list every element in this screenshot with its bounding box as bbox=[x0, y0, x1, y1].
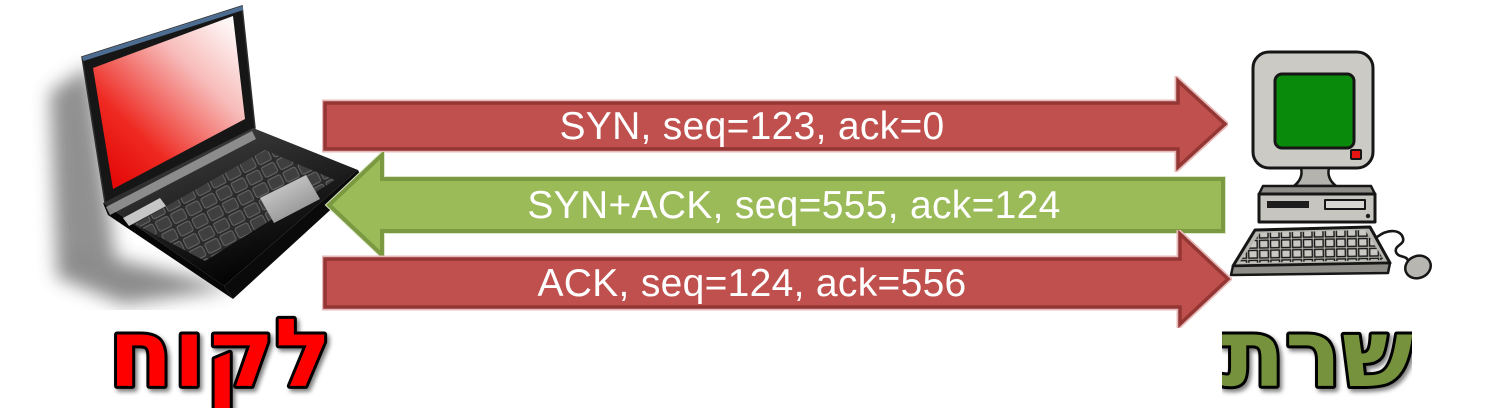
case-power-led bbox=[1365, 213, 1371, 219]
client-label-wrap: לקוח bbox=[106, 297, 335, 408]
message-label-2: SYN+ACK, seq=555, ack=124 bbox=[527, 184, 1060, 227]
laptop-screen bbox=[93, 16, 245, 189]
laptop-shadow bbox=[50, 66, 234, 304]
mouse-cable bbox=[1375, 229, 1410, 263]
message-arrow-3: ACK, seq=124, ack=556 bbox=[322, 230, 1232, 328]
server-label-wrap: שרת bbox=[1222, 297, 1412, 408]
laptop-side-notch bbox=[123, 198, 166, 226]
arrow-shape bbox=[323, 77, 1228, 171]
laptop-front-edge bbox=[103, 203, 233, 299]
mouse bbox=[1404, 254, 1432, 280]
laptop-lid-edge-highlight bbox=[82, 6, 244, 61]
case-vent-slot bbox=[1267, 201, 1309, 208]
monitor-screen bbox=[1273, 72, 1356, 150]
laptop-keyboard bbox=[135, 150, 335, 261]
monitor-power-button bbox=[1350, 149, 1362, 160]
message-arrow-2: SYN+ACK, seq=555, ack=124 bbox=[324, 152, 1226, 258]
monitor-stand bbox=[1292, 166, 1338, 188]
keyboard-keys bbox=[1239, 230, 1384, 263]
desktop-computer-icon bbox=[1229, 50, 1432, 280]
laptop-icon bbox=[50, 5, 363, 304]
message-label-1: SYN, seq=123, ack=0 bbox=[559, 105, 944, 148]
keyboard-front-edge bbox=[1229, 261, 1392, 277]
laptop-hinge-strip bbox=[106, 131, 256, 215]
message-label-3: ACK, seq=124, ack=556 bbox=[537, 262, 966, 305]
arrow-shape bbox=[323, 230, 1231, 328]
client-label: לקוח bbox=[109, 300, 332, 408]
laptop-touchpad bbox=[260, 175, 320, 223]
arrow-shape bbox=[326, 152, 1225, 258]
message-arrow-1: SYN, seq=123, ack=0 bbox=[322, 76, 1228, 172]
floppy-drive-slot bbox=[1324, 199, 1366, 210]
server-label: שרת bbox=[1222, 300, 1412, 408]
